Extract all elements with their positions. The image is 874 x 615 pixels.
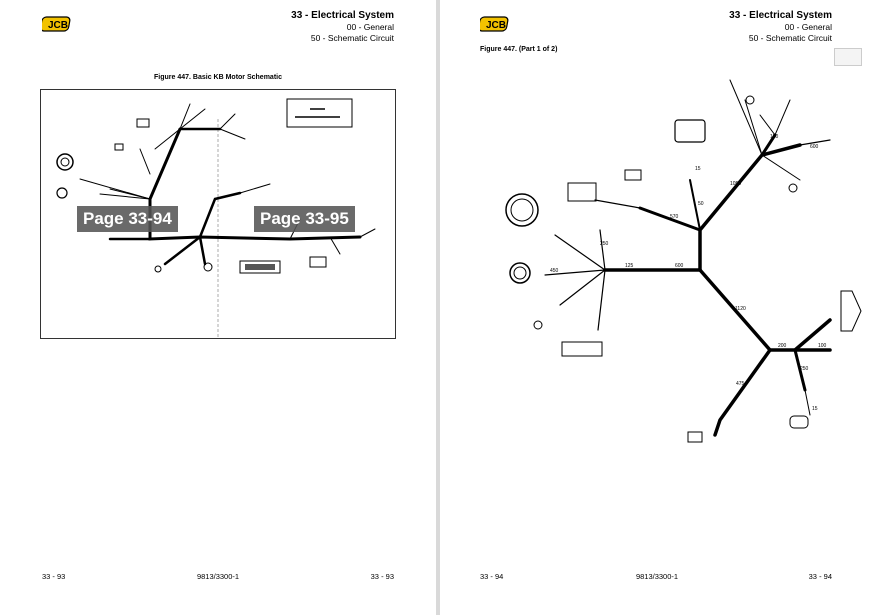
continue-arrow-icon bbox=[840, 290, 862, 332]
wire-label: 475 bbox=[736, 381, 745, 387]
wire-label: 125 bbox=[625, 263, 634, 269]
page-header: 33 - Electrical System 00 - General 50 -… bbox=[291, 10, 394, 44]
footer-center: 9813/3300-1 bbox=[196, 572, 240, 581]
header-section: 33 - Electrical System bbox=[291, 10, 394, 21]
header-subsection: 00 - General bbox=[784, 22, 832, 32]
wire-label: 600 bbox=[810, 144, 819, 150]
jcb-logo: JCB bbox=[480, 16, 509, 32]
wire-label: 250 bbox=[600, 241, 609, 247]
wire-label: 50 bbox=[698, 201, 704, 207]
wire-label: 570 bbox=[670, 214, 679, 220]
page-header: 33 - Electrical System 00 - General 50 -… bbox=[729, 10, 832, 44]
figure-title: Figure 447. (Part 1 of 2) bbox=[480, 46, 558, 53]
schematic-diagram: 450 125 600 120 600 1050 570 50 1120 200… bbox=[505, 79, 832, 443]
header-topic: 50 - Schematic Circuit bbox=[310, 33, 394, 43]
right-page: JCB 33 - Electrical System 00 - General … bbox=[440, 0, 874, 615]
wire-label: 15 bbox=[695, 166, 701, 172]
header-topic: 50 - Schematic Circuit bbox=[748, 33, 832, 43]
footer-right: 33 - 94 bbox=[808, 572, 832, 581]
svg-text:JCB: JCB bbox=[48, 20, 68, 31]
wire-label: 1120 bbox=[735, 306, 746, 312]
wire-label: 450 bbox=[550, 268, 559, 274]
wire-label: 600 bbox=[675, 263, 684, 269]
wire-label: 100 bbox=[818, 343, 827, 349]
svg-text:JCB: JCB bbox=[486, 20, 506, 31]
annotation-icon[interactable] bbox=[834, 48, 862, 66]
left-page: JCB 33 - Electrical System 00 - General … bbox=[0, 0, 436, 615]
footer-left: 33 - 93 bbox=[42, 572, 66, 581]
jcb-logo: JCB bbox=[42, 16, 71, 32]
wire-label: 1050 bbox=[730, 181, 741, 187]
footer-right: 33 - 93 bbox=[370, 572, 394, 581]
wire-label: 200 bbox=[778, 343, 787, 349]
page-overlay-label: Page 33-94 bbox=[77, 206, 178, 232]
footer-center: 9813/3300-1 bbox=[635, 572, 679, 581]
header-section: 33 - Electrical System bbox=[729, 10, 832, 21]
wire-label: 15 bbox=[812, 406, 818, 412]
footer-left: 33 - 94 bbox=[480, 572, 504, 581]
page-overlay-label: Page 33-95 bbox=[254, 206, 355, 232]
wire-label: 120 bbox=[770, 134, 779, 140]
header-subsection: 00 - General bbox=[346, 22, 394, 32]
wire-label: 250 bbox=[800, 366, 809, 372]
figure-title: Figure 447. Basic KB Motor Schematic bbox=[154, 74, 282, 81]
